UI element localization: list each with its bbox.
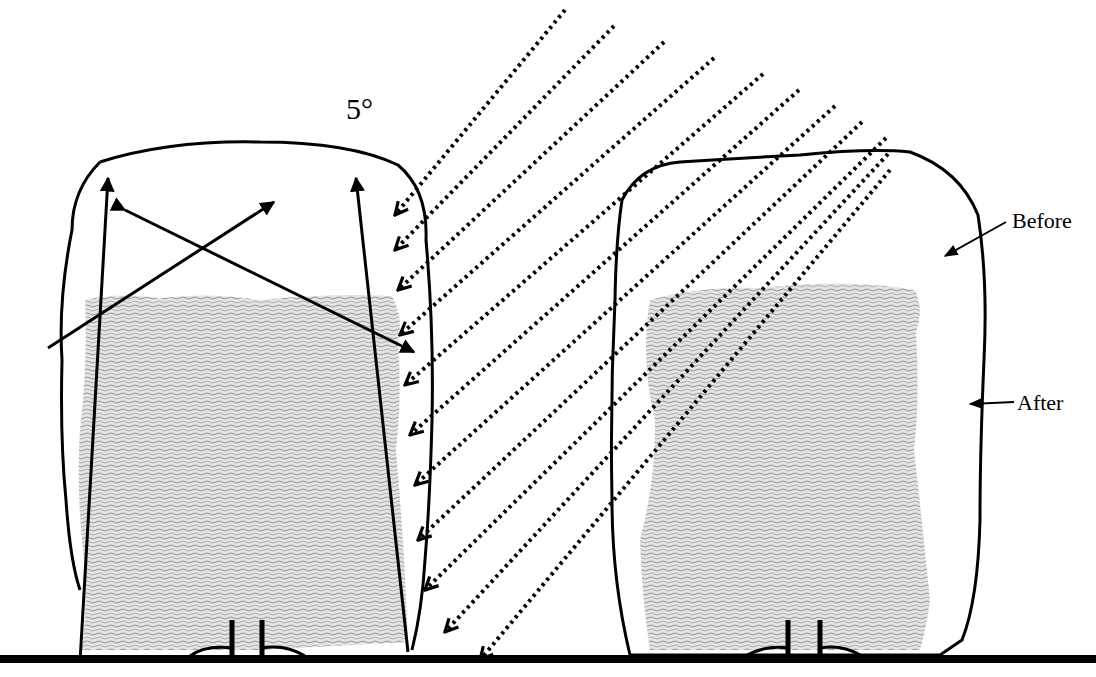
tree-trunk [190, 620, 862, 656]
ground-line [0, 655, 1096, 663]
sunlight-ray [395, 10, 890, 660]
pruned-canopy [640, 283, 930, 650]
leader-arrow [945, 222, 1014, 404]
angle-label: 5° [346, 92, 373, 126]
unpruned-canopy [611, 151, 985, 655]
callout-label: Before [1012, 208, 1072, 234]
growth-arrow [48, 178, 414, 662]
pruned-canopy [79, 295, 408, 650]
callout-label: After [1017, 390, 1063, 416]
